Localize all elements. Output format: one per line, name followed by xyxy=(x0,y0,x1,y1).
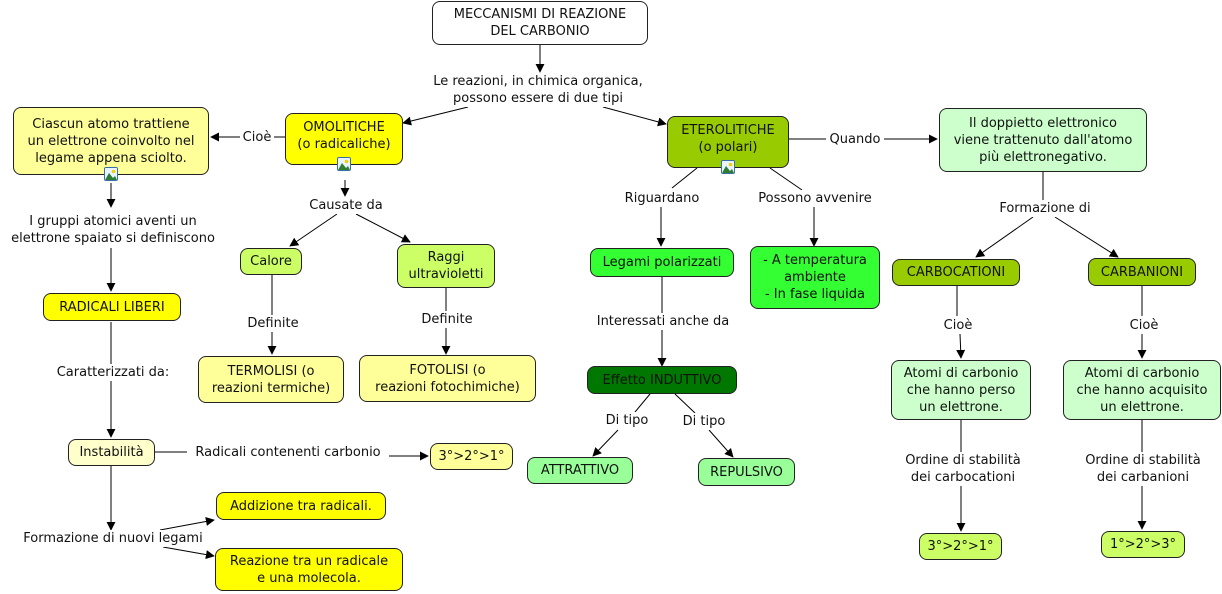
concept-termolisi[interactable]: TERMOLISI (o reazioni termiche) xyxy=(198,356,344,403)
link-label-quando: Quando xyxy=(826,131,884,148)
edge-label-to-eterolitiche xyxy=(602,106,667,127)
edge-effetto-to-ditipo2 xyxy=(674,393,696,414)
link-label-definite: Definite xyxy=(243,315,303,332)
concept-carbanioni[interactable]: CARBANIONI xyxy=(1088,258,1196,286)
concept-ordine-radicali[interactable]: 3°>2°>1° xyxy=(430,443,513,470)
link-label-formazione-di: Formazione di xyxy=(993,200,1097,217)
concept-legami-polarizzati[interactable]: Legami polarizzati xyxy=(590,248,734,277)
edge-ditipo2-to-repulsivo xyxy=(708,429,734,458)
concept-repulsivo[interactable]: REPULSIVO xyxy=(698,458,795,486)
link-label-riguardano: Riguardano xyxy=(618,190,706,207)
link-label-cioe: Cioè xyxy=(940,317,976,334)
concept-reazione-radicale-molecola[interactable]: Reazione tra un radicale e una molecola. xyxy=(215,548,403,591)
concept-raggi-ultravioletti[interactable]: Raggi ultravioletti xyxy=(397,244,495,288)
link-label-definite: Definite xyxy=(417,311,477,328)
image-attachment-icon[interactable] xyxy=(104,167,118,181)
link-label-interessati: Interessati anche da xyxy=(588,313,738,330)
edge-causate-to-raggi xyxy=(355,213,411,243)
concept-ordine-carbocationi[interactable]: 3°>2°>1° xyxy=(919,533,1002,560)
concept-attrattivo[interactable]: ATTRATTIVO xyxy=(527,457,633,484)
concept-effetto-induttivo[interactable]: Effetto INDUTTIVO xyxy=(587,366,737,394)
concept-omolitiche[interactable]: OMOLITICHE (o radicaliche) xyxy=(285,113,403,165)
edge-nuovi-to-addizione xyxy=(159,517,215,531)
concept-instabilita[interactable]: Instabilità xyxy=(68,439,155,466)
concept-doppietto-elettronico[interactable]: Il doppietto elettronico viene trattenut… xyxy=(939,108,1147,172)
concept-carbocationi[interactable]: CARBOCATIONI xyxy=(892,259,1020,286)
link-label-di-tipo: Di tipo xyxy=(601,412,653,429)
link-label-ordine-carbanioni: Ordine di stabilità dei carbanioni xyxy=(1075,452,1211,486)
concept-radicali-liberi[interactable]: RADICALI LIBERI xyxy=(43,293,181,321)
image-attachment-icon[interactable] xyxy=(337,157,351,171)
concept-condizioni-reazione[interactable]: - A temperatura ambiente - In fase liqui… xyxy=(750,246,880,309)
edge-effetto-to-ditipo1 xyxy=(634,393,651,413)
image-attachment-icon[interactable] xyxy=(721,160,735,174)
link-label-caratterizzati: Caratterizzati da: xyxy=(48,364,178,381)
edge-eterolitiche-to-riguardano xyxy=(671,167,698,189)
link-label-di-tipo: Di tipo xyxy=(678,413,730,430)
edge-cioe-to-carbocationi-def xyxy=(956,333,966,359)
concept-carbocationi-definizione[interactable]: Atomi di carbonio che hanno perso un ele… xyxy=(891,360,1031,420)
link-label-cioe: Cioè xyxy=(240,129,274,146)
link-label-cioe: Cioè xyxy=(1126,317,1162,334)
link-label-nuovi-legami: Formazione di nuovi legami xyxy=(14,530,212,547)
link-label-radicali-carbonio: Radicali contenenti carbonio xyxy=(187,444,389,461)
link-label-ordine-carbocationi: Ordine di stabilità dei carbocationi xyxy=(895,452,1031,486)
concept-addizione-radicali[interactable]: Addizione tra radicali. xyxy=(216,492,386,520)
link-label-due-tipi: Le reazioni, in chimica organica, posson… xyxy=(417,73,659,107)
edge-formazione-to-carbocationi xyxy=(975,216,1034,258)
link-label-gruppi-atomici: I gruppi atomici aventi un elettrone spa… xyxy=(2,213,224,247)
concept-ciascun-atomo[interactable]: Ciascun atomo trattiene un elettrone coi… xyxy=(13,107,209,175)
concept-calore[interactable]: Calore xyxy=(240,248,302,275)
edge-formazione-to-carbanioni xyxy=(1054,216,1119,258)
edge-eterolitiche-to-possono xyxy=(769,167,803,191)
concept-fotolisi[interactable]: FOTOLISI (o reazioni fotochimiche) xyxy=(359,355,536,402)
edge-ditipo1-to-attrattivo xyxy=(592,429,619,457)
edge-causate-to-calore xyxy=(289,213,338,247)
concept-carbanioni-definizione[interactable]: Atomi di carbonio che hanno acquisito un… xyxy=(1063,360,1221,420)
concept-ordine-carbanioni[interactable]: 1°>2°>3° xyxy=(1101,531,1185,558)
link-label-possono-avvenire: Possono avvenire xyxy=(750,190,880,207)
concept-eterolitiche[interactable]: ETEROLITICHE (o polari) xyxy=(667,116,789,168)
edge-label-to-omolitiche xyxy=(402,106,469,126)
edge-nuovi-to-reazione xyxy=(162,546,215,560)
link-label-causate-da: Causate da xyxy=(303,197,389,214)
root-concept-title[interactable]: MECCANISMI DI REAZIONE DEL CARBONIO xyxy=(432,1,648,45)
